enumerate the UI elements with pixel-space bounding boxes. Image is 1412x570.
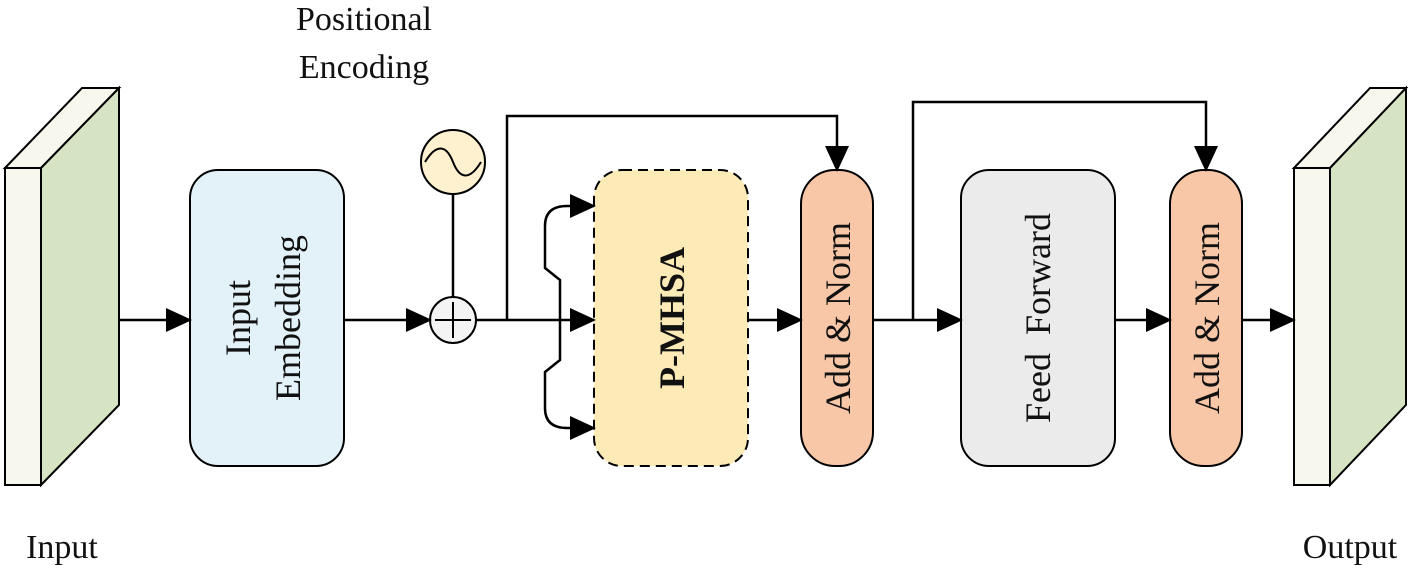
arrow-attention-lower-input [543, 320, 596, 440]
arrow-residual-2 [911, 100, 1218, 320]
output-label: Output [1303, 529, 1398, 566]
output-tensor [1291, 85, 1409, 488]
positional-encoding-label-line2: Encoding [299, 49, 429, 86]
positional-encoding-label-line1: Positional [296, 1, 432, 38]
connections [119, 100, 1296, 440]
p-mhsa-label: P-MHSA [652, 247, 692, 389]
sine-wave-icon [420, 129, 486, 195]
feed-forward-label: Feed Forward [1018, 213, 1058, 423]
add-norm-label-1: Add & Norm [818, 222, 858, 414]
input-tensor [2, 85, 122, 488]
p-mhsa-block [593, 169, 749, 467]
arrow-residual-1 [505, 114, 849, 320]
input-embedding-label-line1: Input [218, 280, 258, 356]
input-embedding-block [189, 169, 345, 467]
add-norm-label-2: Add & Norm [1187, 222, 1227, 414]
arrow-attention-upper-input [543, 194, 596, 320]
input-label: Input [26, 529, 98, 566]
circled-plus-icon [429, 296, 477, 344]
input-embedding-label-line2: Embedding [268, 235, 308, 401]
